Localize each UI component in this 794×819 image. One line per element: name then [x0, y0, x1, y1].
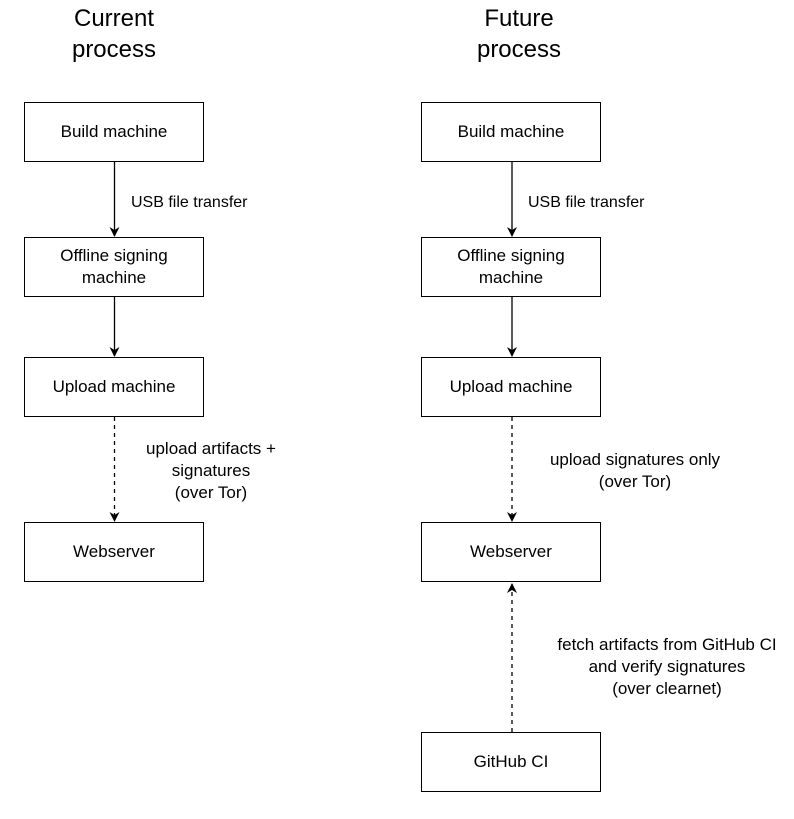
- current-build-machine-label: Build machine: [60, 122, 168, 141]
- future-github-ci-label: GitHub CI: [473, 752, 549, 771]
- current-webserver-node: Webserver: [24, 522, 204, 582]
- future-github-ci-node: GitHub CI: [421, 732, 601, 792]
- current-build-machine-node: Build machine: [24, 102, 204, 162]
- future-upload-machine-label: Upload machine: [449, 377, 573, 396]
- future-process-heading: Future process: [476, 5, 562, 63]
- future-webserver-label: Webserver: [470, 542, 552, 561]
- future-usb-transfer-label: USB file transfer: [528, 194, 645, 211]
- future-upload-signatures-label: upload signatures only (over Tor): [549, 450, 721, 491]
- current-process-heading: Current process: [71, 5, 157, 63]
- current-offline-signing-node: Offline signing machine: [24, 237, 204, 297]
- future-offline-signing-label: Offline signing machine: [457, 246, 565, 287]
- future-build-machine-label: Build machine: [457, 122, 565, 141]
- future-webserver-node: Webserver: [421, 522, 601, 582]
- current-upload-artifacts-label: upload artifacts + signatures (over Tor): [146, 439, 276, 502]
- future-fetch-artifacts-label: fetch artifacts from GitHub CI and verif…: [557, 635, 777, 698]
- current-webserver-label: Webserver: [73, 542, 155, 561]
- current-usb-transfer-label: USB file transfer: [131, 194, 248, 211]
- current-upload-machine-label: Upload machine: [52, 377, 176, 396]
- future-offline-signing-node: Offline signing machine: [421, 237, 601, 297]
- current-upload-machine-node: Upload machine: [24, 357, 204, 417]
- future-upload-machine-node: Upload machine: [421, 357, 601, 417]
- future-build-machine-node: Build machine: [421, 102, 601, 162]
- current-offline-signing-label: Offline signing machine: [60, 246, 168, 287]
